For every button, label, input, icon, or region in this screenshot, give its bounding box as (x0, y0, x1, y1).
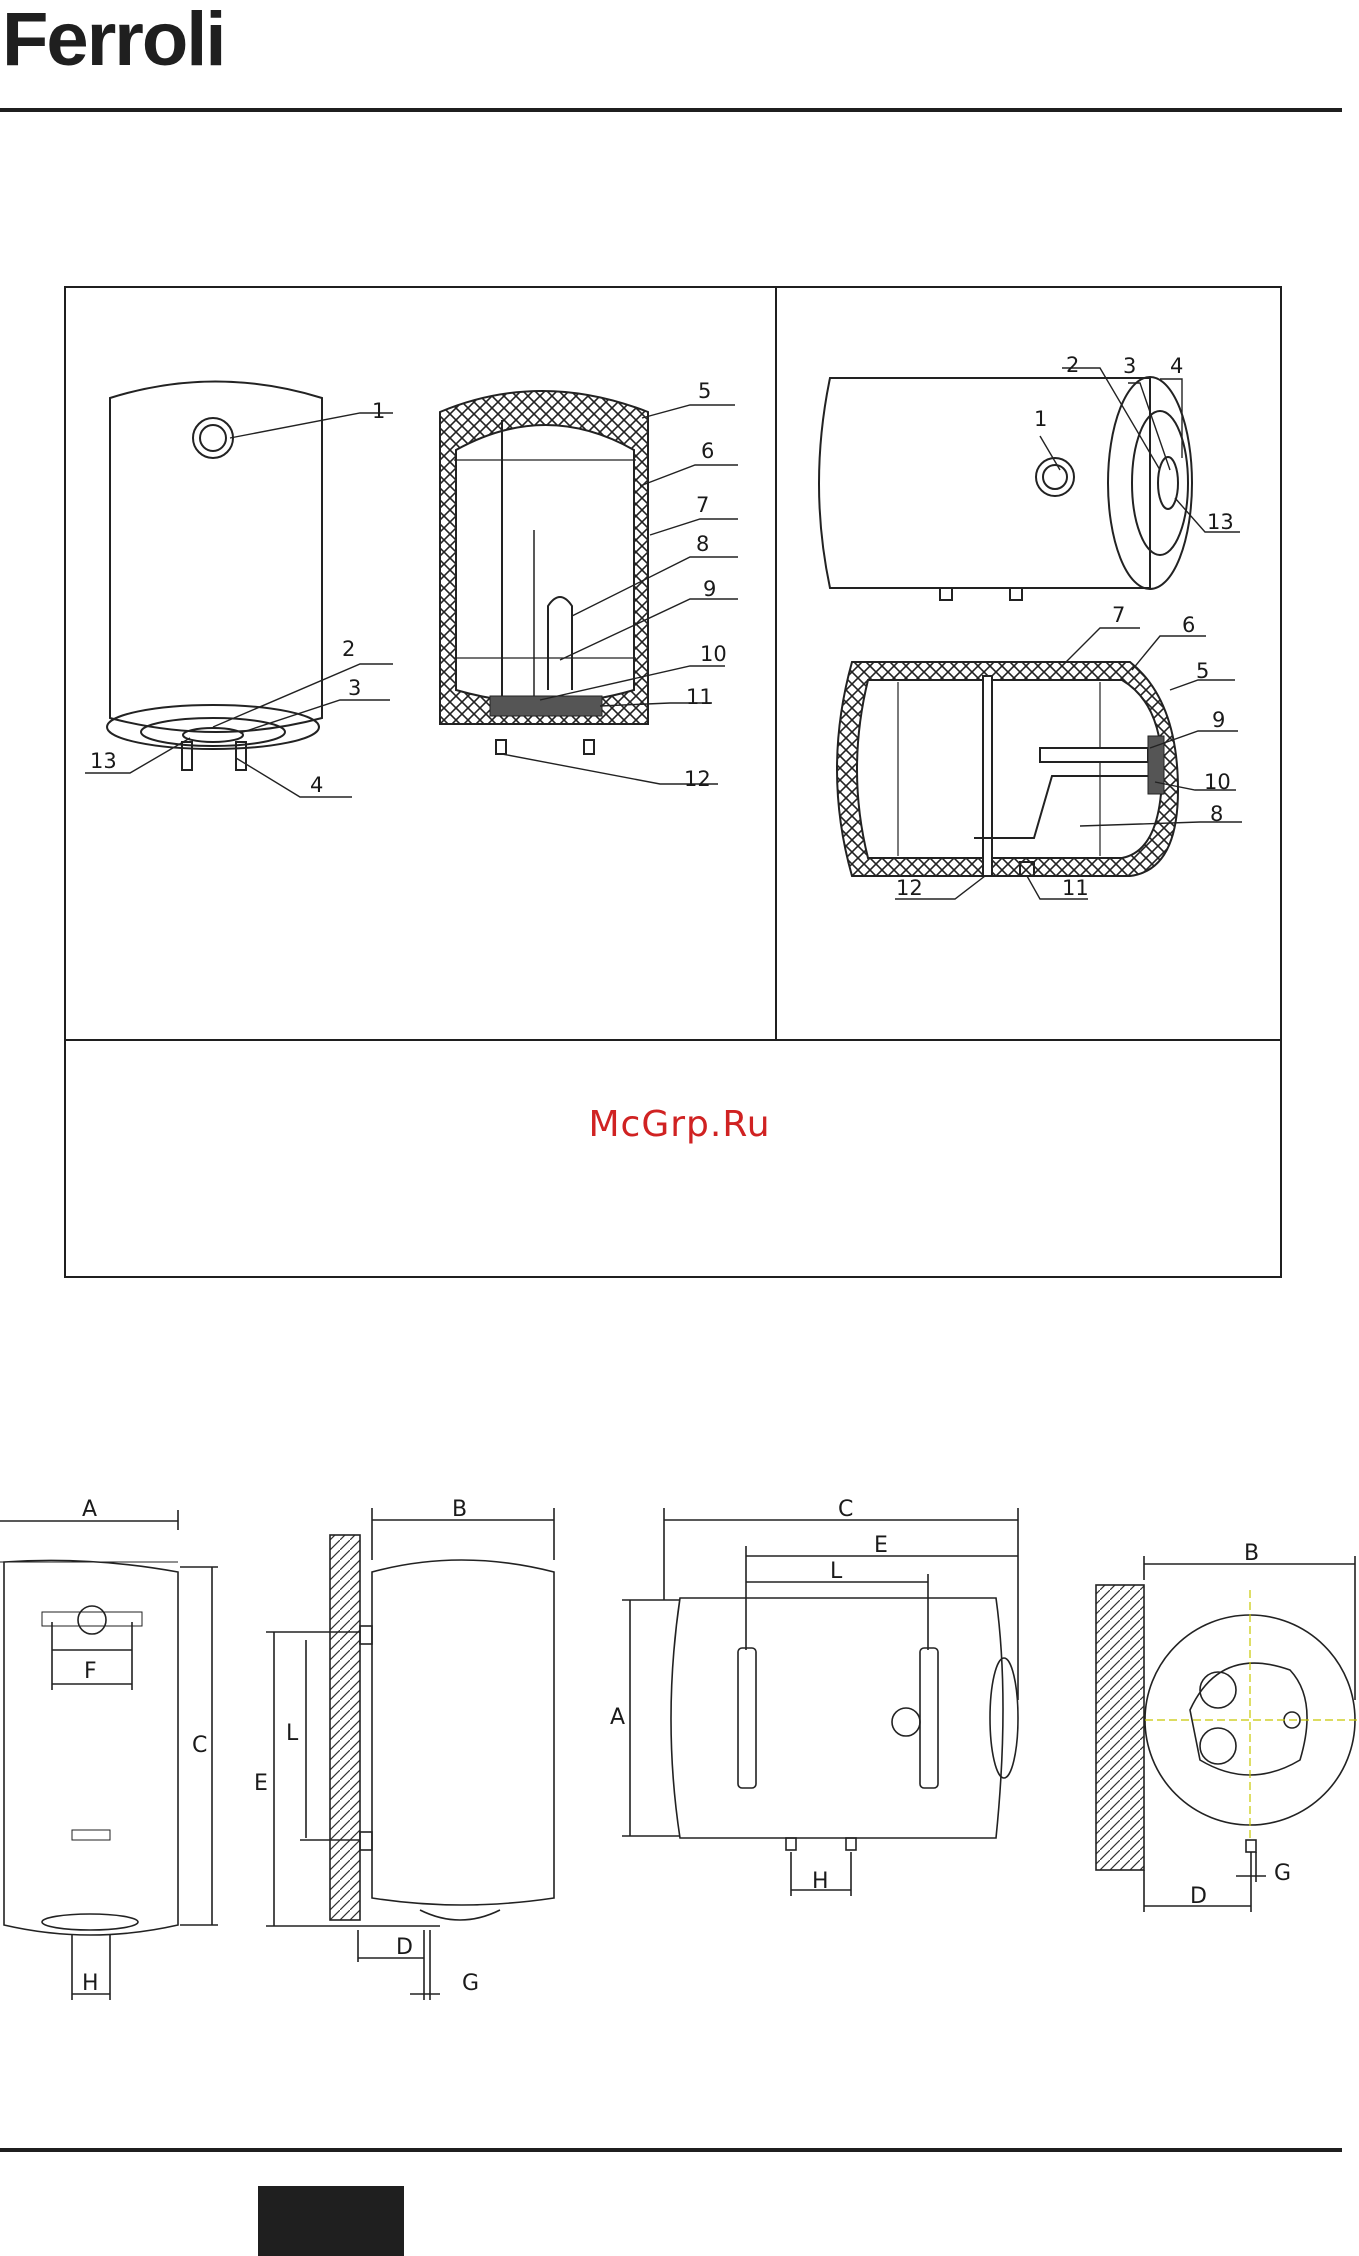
callout-7: 7 (696, 493, 709, 517)
side-view-horizontal (1096, 1556, 1359, 1912)
dim-C-front-vertical: C (192, 1733, 207, 1758)
dim-G-side-vertical: G (462, 1971, 479, 1996)
callout-9: 9 (703, 577, 716, 601)
horizontal-heater-section (837, 662, 1178, 876)
dim-E-front-horizontal: E (874, 1533, 888, 1558)
callout-5-horizontal: 5 (1196, 659, 1209, 683)
dim-A-front-vertical: A (82, 1497, 97, 1522)
dim-E-side-vertical: E (254, 1771, 268, 1796)
callout-1: 1 (372, 399, 385, 423)
callout-11: 11 (686, 685, 713, 709)
side-view-vertical (266, 1508, 554, 2000)
dim-L-front-horizontal: L (830, 1559, 843, 1584)
callout-2: 2 (342, 637, 355, 661)
callout-4: 4 (310, 773, 323, 797)
horizontal-exterior-callouts (1040, 368, 1240, 532)
callout-6-horizontal: 6 (1182, 613, 1195, 637)
callout-5: 5 (698, 379, 711, 403)
front-view-horizontal (622, 1508, 1018, 1896)
vertical-heater-exterior (107, 382, 322, 771)
dim-G-side-horizontal: G (1274, 1861, 1291, 1886)
dim-L-side-vertical: L (286, 1721, 299, 1746)
dim-B-side-vertical: B (452, 1497, 467, 1522)
dim-B-side-horizontal: B (1244, 1541, 1259, 1566)
callout-6: 6 (701, 439, 714, 463)
dim-H-front-vertical: H (82, 1971, 99, 1996)
callout-7-horizontal: 7 (1112, 603, 1125, 627)
callout-3-horizontal: 3 (1123, 354, 1136, 378)
page-number-tab (258, 2186, 404, 2256)
front-view-vertical (0, 1510, 218, 2000)
callout-13: 13 (90, 749, 117, 773)
callout-9-horizontal: 9 (1212, 708, 1225, 732)
footer-rule (0, 2148, 1342, 2152)
dim-C-front-horizontal: C (838, 1497, 853, 1522)
callout-12: 12 (684, 767, 711, 791)
callout-12-horizontal: 12 (896, 876, 923, 900)
callout-13-horizontal: 13 (1207, 510, 1234, 534)
callout-8: 8 (696, 532, 709, 556)
callout-10-horizontal: 10 (1204, 770, 1231, 794)
callout-10: 10 (700, 642, 727, 666)
horizontal-heater-exterior (819, 377, 1192, 600)
dim-D-side-horizontal: D (1190, 1884, 1207, 1909)
callout-11-horizontal: 11 (1062, 876, 1089, 900)
dim-F-front-vertical: F (84, 1659, 97, 1684)
watermark-text: McGrp.Ru (0, 1104, 1359, 1145)
callout-1-horizontal: 1 (1034, 407, 1047, 431)
dim-A-front-horizontal: A (610, 1705, 625, 1730)
dim-D-side-vertical: D (396, 1935, 413, 1960)
callout-3: 3 (348, 676, 361, 700)
dim-H-front-horizontal: H (812, 1869, 829, 1894)
callout-2-horizontal: 2 (1066, 353, 1079, 377)
callout-4-horizontal: 4 (1170, 354, 1183, 378)
callout-8-horizontal: 8 (1210, 802, 1223, 826)
